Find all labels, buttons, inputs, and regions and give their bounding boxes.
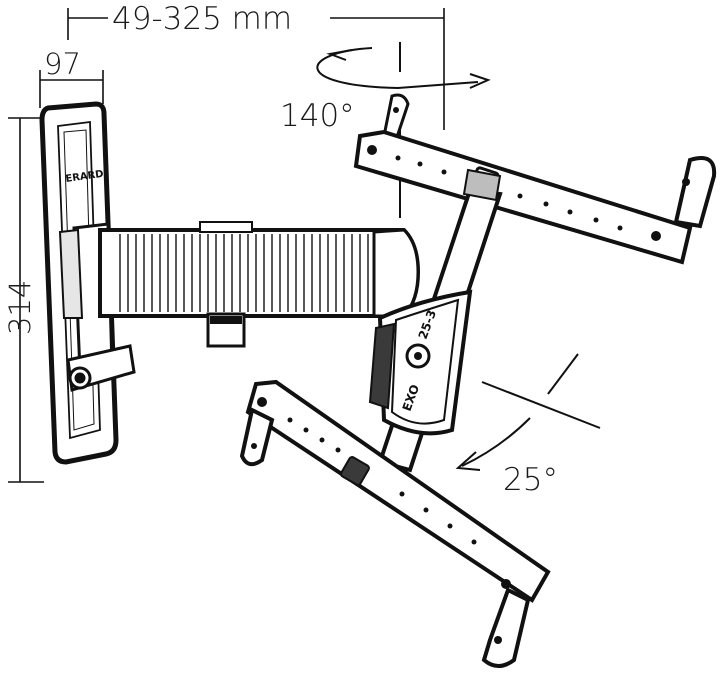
brand-logo: ERARD [65, 169, 104, 185]
lower-tv-bracket [239, 379, 551, 668]
plate-height-dimension [8, 117, 44, 483]
depth-range-label: 49-325 mm [112, 1, 292, 37]
depth-dimension [67, 8, 445, 130]
tilt-arrow-icon [455, 353, 601, 471]
plate-height-label: 314 [3, 280, 37, 335]
swivel-angle-label: 140° [280, 98, 355, 134]
plate-width-dimension [39, 70, 104, 108]
wall-hinge [58, 222, 136, 392]
upper-tv-bracket [353, 93, 717, 265]
extension-arm [98, 221, 421, 348]
tilt-angle-label: 25° [503, 462, 558, 498]
plate-width-label: 97 [44, 47, 81, 81]
tilt-frame [368, 166, 503, 473]
